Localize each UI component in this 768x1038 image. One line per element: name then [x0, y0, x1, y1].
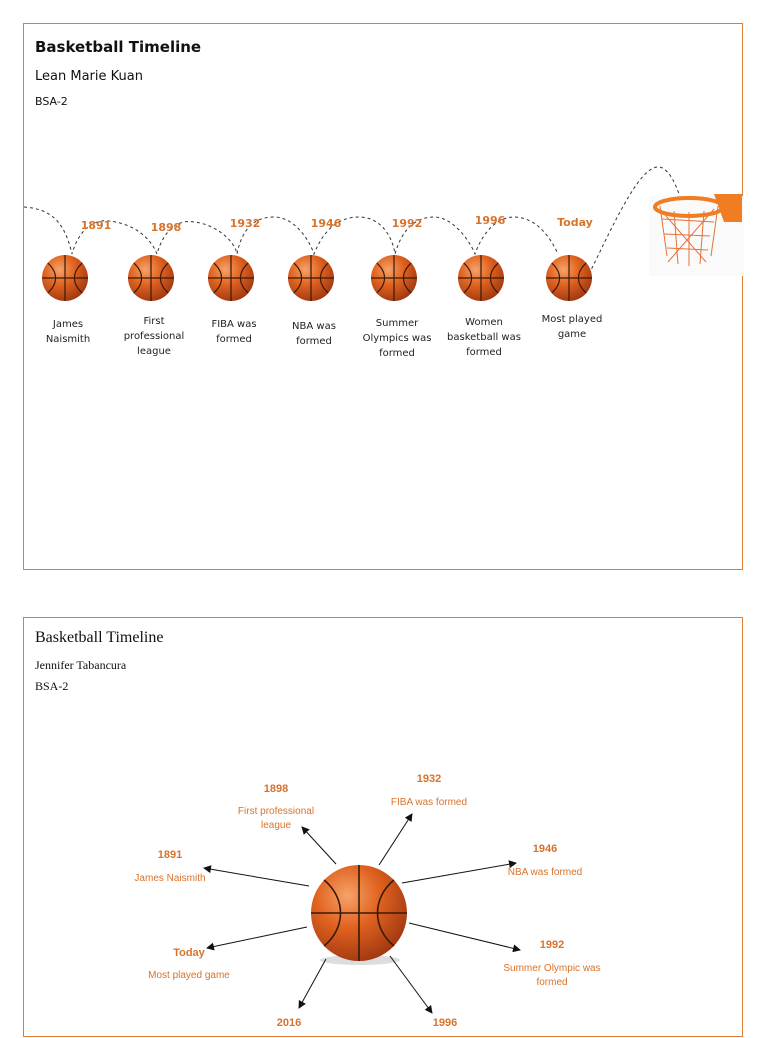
event-year: 1992 — [540, 939, 564, 951]
timeline-card-2: Basketball Timeline Jennifer Tabancura B… — [23, 617, 743, 1037]
event-year: 1992 — [392, 217, 423, 230]
event-label-line: First — [143, 316, 164, 327]
bounce-path-to-hoop — [588, 166, 685, 275]
event-year: Today — [557, 216, 593, 229]
timeline-card-1: Basketball Timeline Lean Marie Kuan BSA-… — [23, 23, 744, 570]
basketball-icon — [371, 255, 417, 301]
event-label-line: formed — [296, 336, 332, 347]
event-year: 1891 — [158, 849, 182, 861]
basketball-icon — [546, 255, 592, 301]
event-label-line: NBA was formed — [508, 867, 582, 878]
event-arrow — [378, 813, 413, 866]
card-1-title: Basketball Timeline — [35, 38, 202, 56]
event-year: 2016 — [277, 1017, 301, 1029]
basketball-icon — [288, 255, 334, 301]
card-1-author: Lean Marie Kuan — [35, 69, 143, 84]
event-label-line: NBA was — [292, 321, 336, 332]
event-label-line: Summer Olympic was — [503, 963, 600, 974]
event-year: 1891 — [81, 219, 112, 232]
basketball-icon — [42, 255, 88, 301]
card-2-title: Basketball Timeline — [35, 629, 164, 646]
event-arrow — [203, 865, 310, 887]
event-label-line: FIBA was formed — [391, 797, 467, 808]
event-arrow — [389, 955, 433, 1014]
event-label-line: formed — [216, 334, 252, 345]
event-arrow — [401, 860, 517, 884]
event-arrow — [301, 826, 337, 865]
event-label-line: James Naismith — [134, 873, 205, 884]
event-label-line: Most played game — [148, 970, 230, 981]
event-label-line: professional — [124, 331, 185, 342]
event-label-line: Summer — [376, 318, 419, 329]
bounce-path — [24, 206, 559, 256]
event-label-line: Olympics was — [363, 333, 432, 344]
event-label-line: league — [261, 820, 291, 831]
basketball-icon — [128, 255, 174, 301]
basketball-icon — [458, 255, 504, 301]
event-year: 1932 — [417, 773, 441, 785]
event-arrow — [408, 922, 521, 953]
event-label-line: Most played — [542, 314, 603, 325]
event-arrow — [298, 958, 327, 1009]
event-label-line: First professional — [238, 806, 314, 817]
event-year: 1996 — [433, 1017, 457, 1029]
event-label-line: formed — [466, 347, 502, 358]
event-year: 1932 — [230, 217, 261, 230]
event-label-line: Naismith — [46, 334, 90, 345]
event-label-line: game — [558, 329, 586, 340]
event-label-line: formed — [536, 977, 567, 988]
card-2-author: Jennifer Tabancura — [35, 658, 127, 672]
event-year: 1898 — [264, 783, 288, 795]
event-label-line: James — [52, 319, 83, 330]
event-year: 1996 — [475, 214, 506, 227]
event-label-line: basketball was — [447, 332, 521, 343]
event-label-line: formed — [379, 348, 415, 359]
event-label-line: league — [137, 346, 171, 357]
card-1-course: BSA-2 — [35, 95, 68, 108]
event-year: 1946 — [311, 217, 342, 230]
event-year: 1898 — [151, 221, 182, 234]
event-year: 1946 — [533, 843, 557, 855]
basketball-icon — [208, 255, 254, 301]
event-label-line: Women — [465, 317, 503, 328]
basketball-icon — [311, 865, 407, 961]
event-label-line: FIBA was — [211, 319, 256, 330]
event-year: Today — [173, 947, 205, 959]
basketball-hoop-icon — [649, 194, 744, 276]
event-arrow — [206, 926, 308, 951]
card-2-course: BSA-2 — [35, 679, 69, 693]
